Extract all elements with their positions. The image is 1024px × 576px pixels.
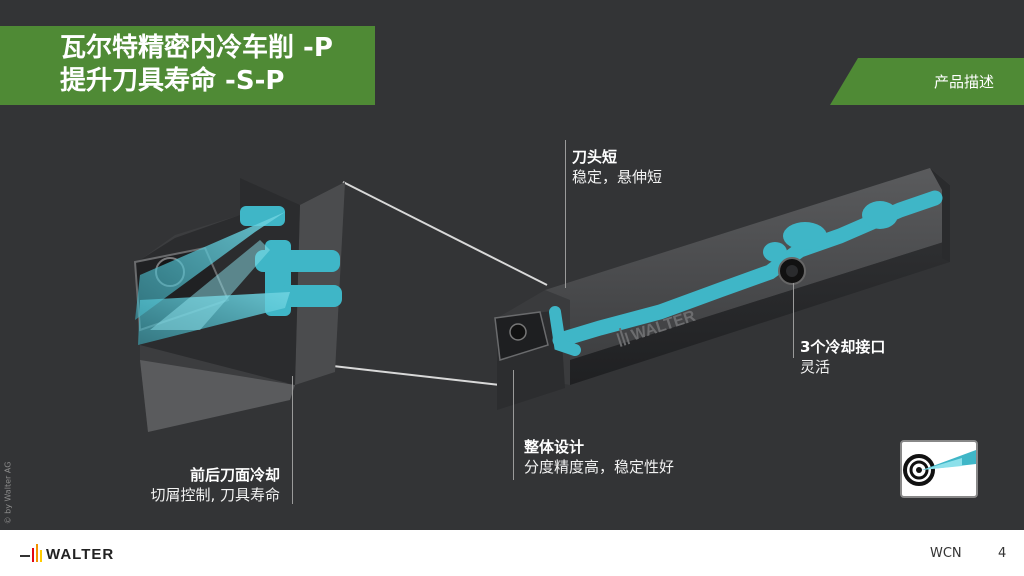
title-line-2: 提升刀具寿命 -S-P [60,66,285,96]
callout-tool-head: 刀头短 稳定，悬伸短 [572,147,662,187]
section-tag-label: 产品描述 [933,73,994,91]
callout-coolant: 前后刀面冷却 切屑控制, 刀具寿命 [150,465,280,505]
callout-tool-head-heading: 刀头短 [572,148,618,166]
leader-line-tool-head [565,140,566,288]
callout-ports-heading: 3个冷却接口 [800,338,886,356]
callout-ports-sub: 灵活 [800,358,831,376]
walter-logo-text: WALTER [46,546,114,563]
callout-design-heading: 整体设计 [524,438,585,456]
callout-coolant-sub: 切屑控制, 刀具寿命 [150,486,280,504]
title-band [0,26,375,105]
copyright-notice: © by Walter AG [1,458,15,528]
title-line-1: 瓦尔特精密内冷车削 -P [60,33,333,63]
footer: WALTER WCN 4 [0,530,1024,576]
tool-holder-illustration: WALTER [133,168,950,432]
callout-ports: 3个冷却接口 灵活 [800,337,885,377]
tool-bar: WALTER [494,168,950,410]
walter-logo: WALTER [20,542,140,568]
zoom-line-top [342,181,548,286]
callout-coolant-heading: 前后刀面冷却 [189,466,280,484]
page-number: 4 [998,546,1007,561]
leader-line-design [513,370,514,480]
precision-coolant-icon [900,440,978,498]
zoom-detail [133,178,345,432]
leader-line-ports [793,283,794,358]
copyright-text: © by Walter AG [3,461,13,525]
callout-tool-head-sub: 稳定，悬伸短 [572,168,663,186]
footer-code: WCN [930,546,962,561]
callout-design: 整体设计 分度精度高，稳定性好 [524,437,674,477]
zoom-line-bottom [332,365,501,386]
leader-line-coolant [292,376,293,504]
callout-design-sub: 分度精度高，稳定性好 [524,458,675,476]
section-tag: 产品描述 [830,58,1024,105]
slide: 瓦尔特精密内冷车削 -P 提升刀具寿命 -S-P 产品描述 [0,0,1024,530]
